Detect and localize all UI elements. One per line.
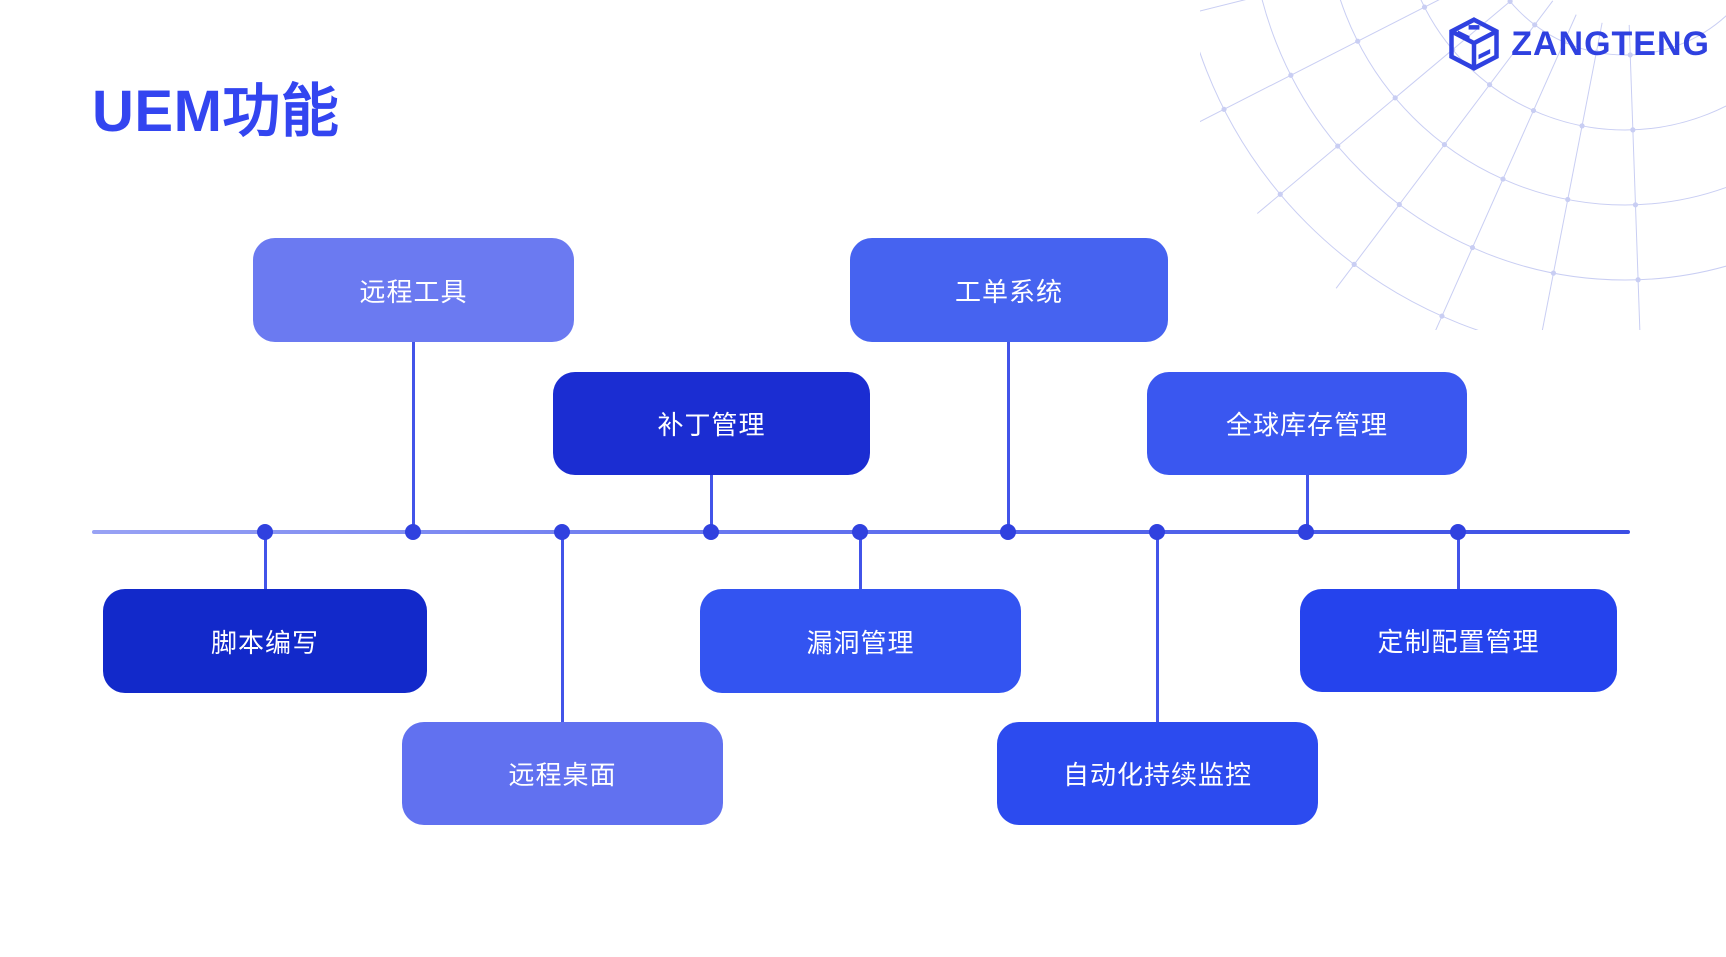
feature-node-custom-config-mgmt: 定制配置管理 [1300,589,1617,692]
connector-line [709,475,713,532]
connector-line [1006,342,1010,532]
feature-node-script-writing: 脚本编写 [103,589,427,693]
feature-node-global-inventory: 全球库存管理 [1147,372,1467,475]
cube-logo-icon [1449,17,1499,71]
brand-name: ZANGTENG [1511,24,1710,63]
connector-line [1155,532,1159,722]
connector-dot [257,524,273,540]
connector-line [858,532,862,589]
feature-node-patch-management: 补丁管理 [553,372,870,475]
feature-node-remote-desktop: 远程桌面 [402,722,723,825]
connector-dot [1149,524,1165,540]
connector-line [263,532,267,589]
connector-line [1456,532,1460,589]
connector-line [1305,475,1309,532]
connector-line [560,532,564,722]
feature-node-remote-tools: 远程工具 [253,238,574,342]
connector-dot [703,524,719,540]
connector-dot [1298,524,1314,540]
connector-dot [1450,524,1466,540]
feature-node-automated-monitoring: 自动化持续监控 [997,722,1318,825]
page-title: UEM功能 [92,79,340,144]
feature-node-vulnerability-mgmt: 漏洞管理 [700,589,1021,693]
brand-logo: ZANGTENG [1447,16,1710,72]
connector-dot [405,524,421,540]
connector-dot [554,524,570,540]
feature-node-ticket-system: 工单系统 [850,238,1168,342]
connector-line [411,342,415,532]
connector-dot [852,524,868,540]
connector-dot [1000,524,1016,540]
